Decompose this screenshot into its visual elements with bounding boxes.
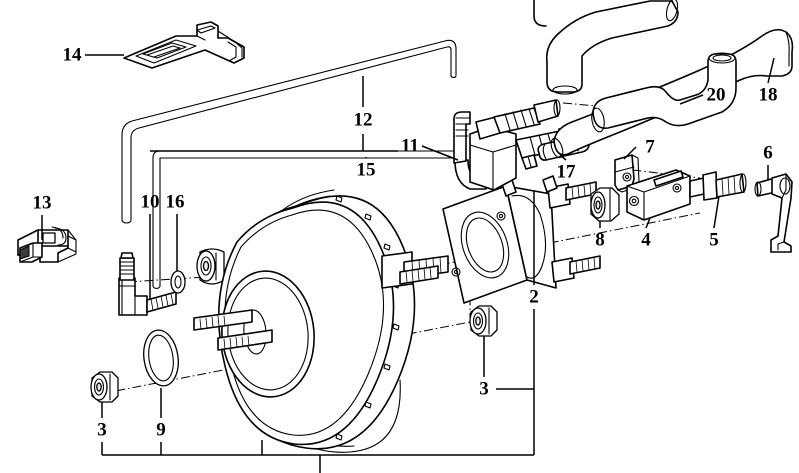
callout-3-left[interactable]: 3	[97, 419, 107, 441]
part-brake-master-cylinder	[399, 175, 601, 304]
clutch-cyl-upper-barrel	[493, 99, 561, 134]
part-mounting-block	[626, 169, 691, 221]
part-hex-flange-nut-left	[90, 371, 119, 403]
elbow-thread-spigot	[146, 291, 177, 313]
part-threaded-pin-bolt	[689, 171, 747, 201]
callout-8[interactable]: 8	[595, 229, 605, 251]
callout-10[interactable]: 10	[140, 191, 160, 213]
part-brake-booster-servo	[193, 189, 449, 453]
part-vacuum-hose-elbow	[591, 52, 737, 133]
elbow-ribbed-stem	[119, 252, 135, 281]
part-mounting-bracket-plate	[123, 21, 245, 69]
part-vacuum-hose-upper-bent	[545, 0, 679, 95]
callout-17[interactable]: 17	[556, 161, 576, 183]
callout-20[interactable]: 20	[706, 84, 726, 106]
part-hex-flange-nut-right	[469, 305, 498, 337]
callout-2[interactable]: 2	[529, 286, 539, 308]
booster-front-studs	[193, 309, 273, 351]
part-sealing-ring-large	[143, 329, 179, 387]
callout-14[interactable]: 14	[62, 44, 82, 66]
part-vacuum-hose-top-stub	[533, 0, 547, 27]
part-cable-retaining-clip	[17, 226, 77, 263]
part-angled-bracket-lever	[754, 173, 793, 253]
callout-6[interactable]: 6	[763, 142, 773, 164]
callout-15[interactable]: 15	[356, 159, 376, 181]
callout-16[interactable]: 16	[165, 191, 185, 213]
callout-18[interactable]: 18	[758, 84, 778, 106]
part-vacuum-elbow-connector	[118, 252, 177, 316]
part-vacuum-pipe-long	[121, 39, 457, 224]
callout-leader-lines	[41, 54, 775, 473]
part-sealing-washer-small	[170, 270, 186, 294]
callout-12[interactable]: 12	[353, 109, 373, 131]
part-hex-nut	[590, 187, 620, 222]
callout-11[interactable]: 11	[401, 135, 419, 157]
callout-7[interactable]: 7	[645, 136, 655, 158]
booster-front-nipple	[196, 248, 225, 285]
callout-3-right[interactable]: 3	[479, 378, 489, 400]
callout-5[interactable]: 5	[709, 229, 719, 251]
callout-9[interactable]: 9	[156, 419, 166, 441]
callout-13[interactable]: 13	[32, 192, 52, 214]
callout-4[interactable]: 4	[641, 229, 651, 251]
